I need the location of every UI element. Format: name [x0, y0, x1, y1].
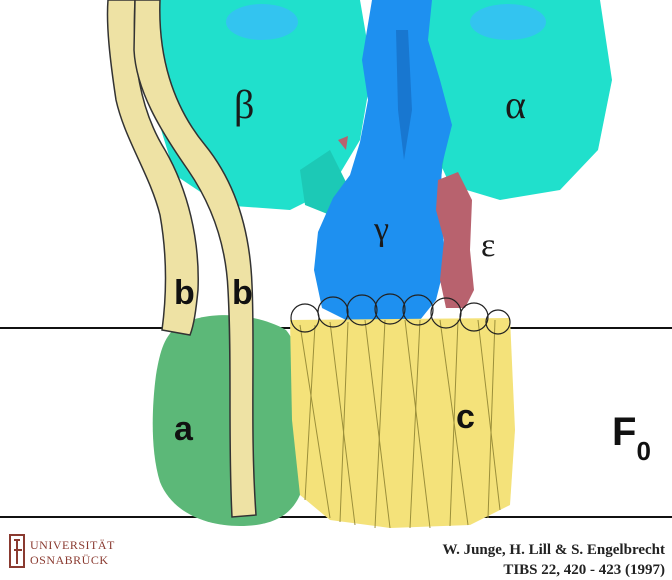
label-b-left: b	[174, 274, 195, 312]
label-f0-main: F	[612, 410, 636, 454]
logo-emblem-mark	[14, 540, 22, 564]
label-c: c	[456, 398, 475, 436]
label-gamma: γ	[373, 211, 389, 248]
label-alpha: α	[505, 82, 526, 127]
university-logo: UNIVERSITÄT OSNABRÜCK	[10, 535, 115, 567]
logo-line1: UNIVERSITÄT	[30, 538, 115, 552]
label-f0-sub: 0	[636, 436, 650, 466]
c-ring	[290, 294, 515, 528]
label-epsilon: ε	[481, 227, 495, 264]
credit-citation: TIBS 22, 420 - 423 (1997)	[503, 562, 665, 578]
label-a: a	[174, 410, 194, 448]
credit-authors: W. Junge, H. Lill & S. Engelbrecht	[442, 542, 665, 558]
label-beta: β	[234, 82, 254, 127]
label-b-right: b	[232, 274, 253, 312]
beta-highlight	[226, 4, 298, 40]
label-f0: F0	[612, 410, 651, 466]
logo-line2: OSNABRÜCK	[30, 553, 109, 567]
alpha-highlight	[470, 4, 546, 40]
